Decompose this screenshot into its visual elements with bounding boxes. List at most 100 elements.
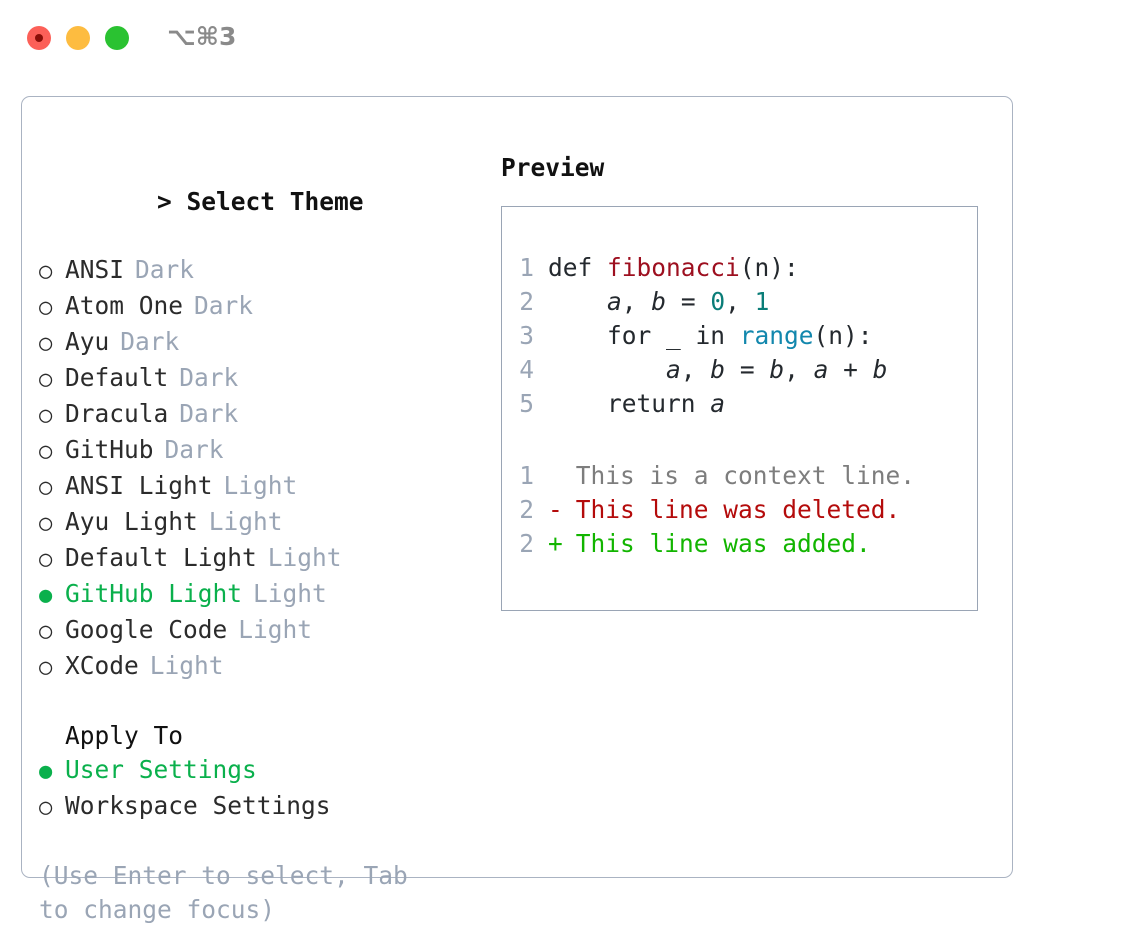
apply-to-option-workspace-settings[interactable]: ○ Workspace Settings — [39, 789, 469, 825]
diff-line-number: 2 — [519, 495, 534, 524]
code-token-plain: (n): — [739, 253, 799, 282]
theme-variant-tag: Light — [223, 471, 298, 500]
theme-option-label: Atom One — [65, 291, 184, 320]
code-token-var: b — [710, 355, 726, 384]
diff-spacer — [561, 461, 576, 490]
theme-option-label: GitHub Light — [65, 579, 243, 608]
radio-selected-icon: ● — [39, 759, 53, 784]
code-token-kw: def — [548, 253, 608, 282]
radio-unselected-icon: ○ — [39, 295, 53, 320]
code-line-number: 2 — [519, 287, 534, 316]
radio-unselected-icon: ○ — [39, 511, 53, 536]
code-token-plain: , — [621, 287, 652, 316]
code-line-number: 3 — [519, 321, 534, 350]
minimize-window-button[interactable] — [66, 26, 90, 50]
code-token-plain — [548, 287, 607, 316]
theme-variant-tag: Dark — [135, 255, 195, 284]
code-token-var: b — [651, 287, 667, 316]
theme-option-label: ANSI Light — [65, 471, 213, 500]
theme-option-label: Default — [65, 363, 169, 392]
radio-unselected-icon: ○ — [39, 475, 53, 500]
focus-caret-icon: > — [157, 187, 172, 216]
diff-text: This line was deleted. — [575, 495, 901, 524]
code-token-plain: (n): — [813, 321, 873, 350]
code-token-var: a — [666, 355, 681, 384]
code-token-var: a — [813, 355, 829, 384]
diff-line-context: 1 This is a context line. — [518, 459, 915, 493]
code-token-var: a — [710, 389, 726, 418]
code-line: 2 a, b = 0, 1 — [518, 285, 887, 319]
theme-option-label: ANSI — [65, 255, 125, 284]
select-theme-title: Select Theme — [186, 187, 364, 216]
diff-sample: 1 This is a context line.2- This line wa… — [518, 459, 915, 561]
diff-line-deleted: 2- This line was deleted. — [518, 493, 915, 527]
theme-variant-tag: Light — [253, 579, 327, 608]
code-token-var: b — [769, 355, 785, 384]
code-line-number: 4 — [519, 355, 534, 384]
code-line: 4 a, b = b, a + b — [518, 353, 887, 387]
maximize-window-button[interactable] — [105, 26, 129, 50]
keyboard-hint-text: (Use Enter to select, Tab to change focu… — [39, 861, 423, 924]
apply-to-option-user-settings[interactable]: ●User Settings — [39, 753, 469, 789]
select-theme-heading: > Select Theme — [39, 151, 469, 253]
code-token-fn: fibonacci — [607, 253, 740, 282]
apply-to-section: Apply To ●User Settings ○ Workspace Settin… — [39, 719, 469, 825]
theme-option-label: GitHub — [65, 435, 154, 464]
code-token-var: a — [607, 287, 622, 316]
code-line-number: 1 — [519, 253, 534, 282]
apply-to-list: ●User Settings ○ Workspace Settings — [39, 753, 469, 825]
diff-line-number: 2 — [519, 529, 534, 558]
code-token-plain — [548, 355, 666, 384]
code-token-plain: = — [666, 287, 711, 316]
apply-to-heading: Apply To — [65, 721, 184, 750]
theme-option-label: XCode — [65, 651, 139, 680]
diff-spacer — [561, 529, 576, 558]
radio-unselected-icon: ○ — [39, 795, 53, 820]
theme-variant-tag: Light — [238, 615, 313, 644]
code-token-builtin: range — [739, 321, 814, 350]
theme-option-label: Ayu — [65, 327, 110, 356]
code-token-plain: return — [548, 389, 711, 418]
apply-to-option-label: Workspace Settings — [65, 791, 331, 820]
radio-unselected-icon: ○ — [39, 403, 53, 428]
theme-option-label: Google Code — [65, 615, 228, 644]
diff-marker: + — [548, 529, 563, 558]
theme-option-github-light[interactable]: ● GitHub Light Light — [39, 577, 469, 613]
theme-option-xcode[interactable]: ○ XCode Light — [39, 649, 469, 685]
theme-option-ansi-light[interactable]: ○ ANSI Light Light — [39, 469, 469, 505]
theme-variant-tag: Dark — [179, 363, 239, 392]
theme-variant-tag: Light — [208, 507, 283, 536]
close-window-button[interactable] — [27, 26, 51, 50]
theme-option-atom-one[interactable]: ○ Atom One Dark — [39, 289, 469, 325]
code-token-plain: + — [828, 355, 873, 384]
diff-spacer — [561, 495, 576, 524]
theme-option-ansi[interactable]: ○ ANSI Dark — [39, 253, 469, 289]
radio-unselected-icon: ○ — [39, 655, 53, 680]
radio-unselected-icon: ○ — [39, 259, 53, 284]
theme-variant-tag: Light — [149, 651, 224, 680]
theme-option-google-code[interactable]: ○ Google Code Light — [39, 613, 469, 649]
code-token-plain: , — [784, 355, 814, 384]
theme-variant-tag: Dark — [194, 291, 254, 320]
theme-option-label: Dracula — [65, 399, 169, 428]
diff-text: This is a context line. — [575, 461, 916, 490]
code-token-plain: for _ in — [548, 321, 740, 350]
code-token-var: b — [872, 355, 888, 384]
radio-selected-icon: ● — [39, 583, 53, 608]
traffic-light-group — [27, 26, 129, 50]
radio-unselected-icon: ○ — [39, 619, 53, 644]
code-token-plain: , — [725, 287, 755, 316]
theme-option-label: Default Light — [65, 543, 257, 572]
